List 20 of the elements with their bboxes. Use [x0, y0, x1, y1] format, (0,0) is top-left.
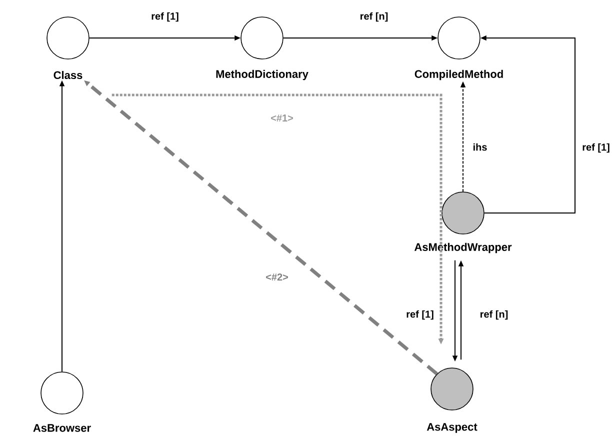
node-label: AsAspect: [426, 423, 478, 433]
circle-node: Class: [46, 16, 90, 80]
circle-node: AsMethodWrapper: [414, 192, 512, 254]
edge-label: ref [n]: [478, 309, 510, 321]
edge-label: <#1>: [270, 114, 294, 122]
edge-label: <#2>: [264, 272, 290, 282]
circle-node: MethodDictionary: [216, 16, 308, 80]
edge-label: ref [n]: [358, 11, 390, 23]
node-label: CompiledMethod: [414, 70, 503, 80]
node-label: AsBrowser: [33, 424, 91, 432]
edge-label: ref [1]: [405, 309, 435, 321]
edge-label: ihs: [472, 142, 488, 152]
edge-label: ref [1]: [150, 11, 180, 23]
edge-label: ref [1]: [581, 142, 611, 154]
circle-node: AsBrowser: [33, 372, 91, 432]
node-label: Class: [54, 70, 82, 80]
node-label: MethodDictionary: [216, 70, 308, 80]
circle-node: AsAspect: [426, 368, 478, 433]
node-label: AsMethodWrapper: [414, 242, 512, 254]
circle-node: CompiledMethod: [414, 16, 503, 80]
